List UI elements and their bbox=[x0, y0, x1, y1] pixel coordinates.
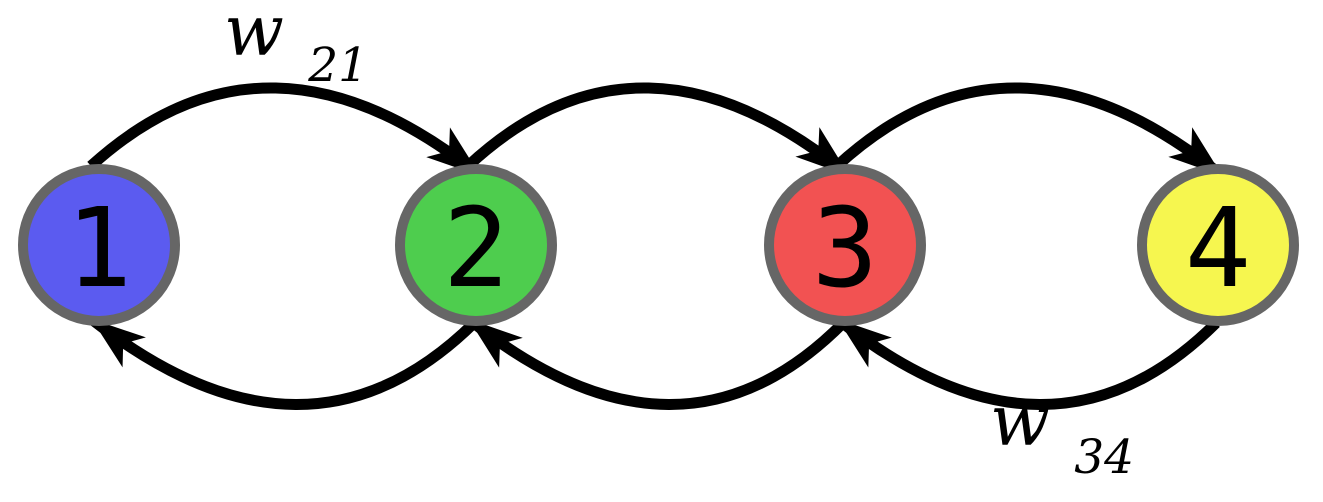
edge-2-to-1-arc bbox=[90, 316, 478, 410]
edge-weight-label-w34: w 34 bbox=[990, 380, 1134, 485]
w34-base: w bbox=[990, 380, 1050, 462]
node-1: 1 bbox=[18, 164, 180, 326]
node-2-circle bbox=[395, 164, 557, 326]
edge-4-to-3-arc bbox=[836, 316, 1220, 410]
edge-3-to-2-arc bbox=[467, 316, 847, 410]
edge-weight-label-w21: w 21 bbox=[224, 0, 368, 93]
w21-subscript: 21 bbox=[307, 38, 368, 93]
node-2-label: 2 bbox=[443, 184, 509, 312]
edge-1-to-2-arc bbox=[87, 82, 482, 179]
node-1-circle bbox=[18, 164, 180, 326]
edge-3-to-4-arc bbox=[833, 82, 1224, 179]
w34-subscript: 34 bbox=[1074, 430, 1134, 485]
node-4-circle bbox=[1137, 164, 1299, 326]
node-3: 3 bbox=[764, 164, 926, 326]
node-4: 4 bbox=[1137, 164, 1299, 326]
edge-2-to-3-arc bbox=[464, 82, 851, 179]
node-3-label: 3 bbox=[812, 184, 878, 312]
node-2: 2 bbox=[395, 164, 557, 326]
node-4-label: 4 bbox=[1185, 184, 1251, 312]
w21-base: w bbox=[224, 0, 284, 72]
node-1-label: 1 bbox=[66, 184, 132, 312]
node-3-circle bbox=[764, 164, 926, 326]
